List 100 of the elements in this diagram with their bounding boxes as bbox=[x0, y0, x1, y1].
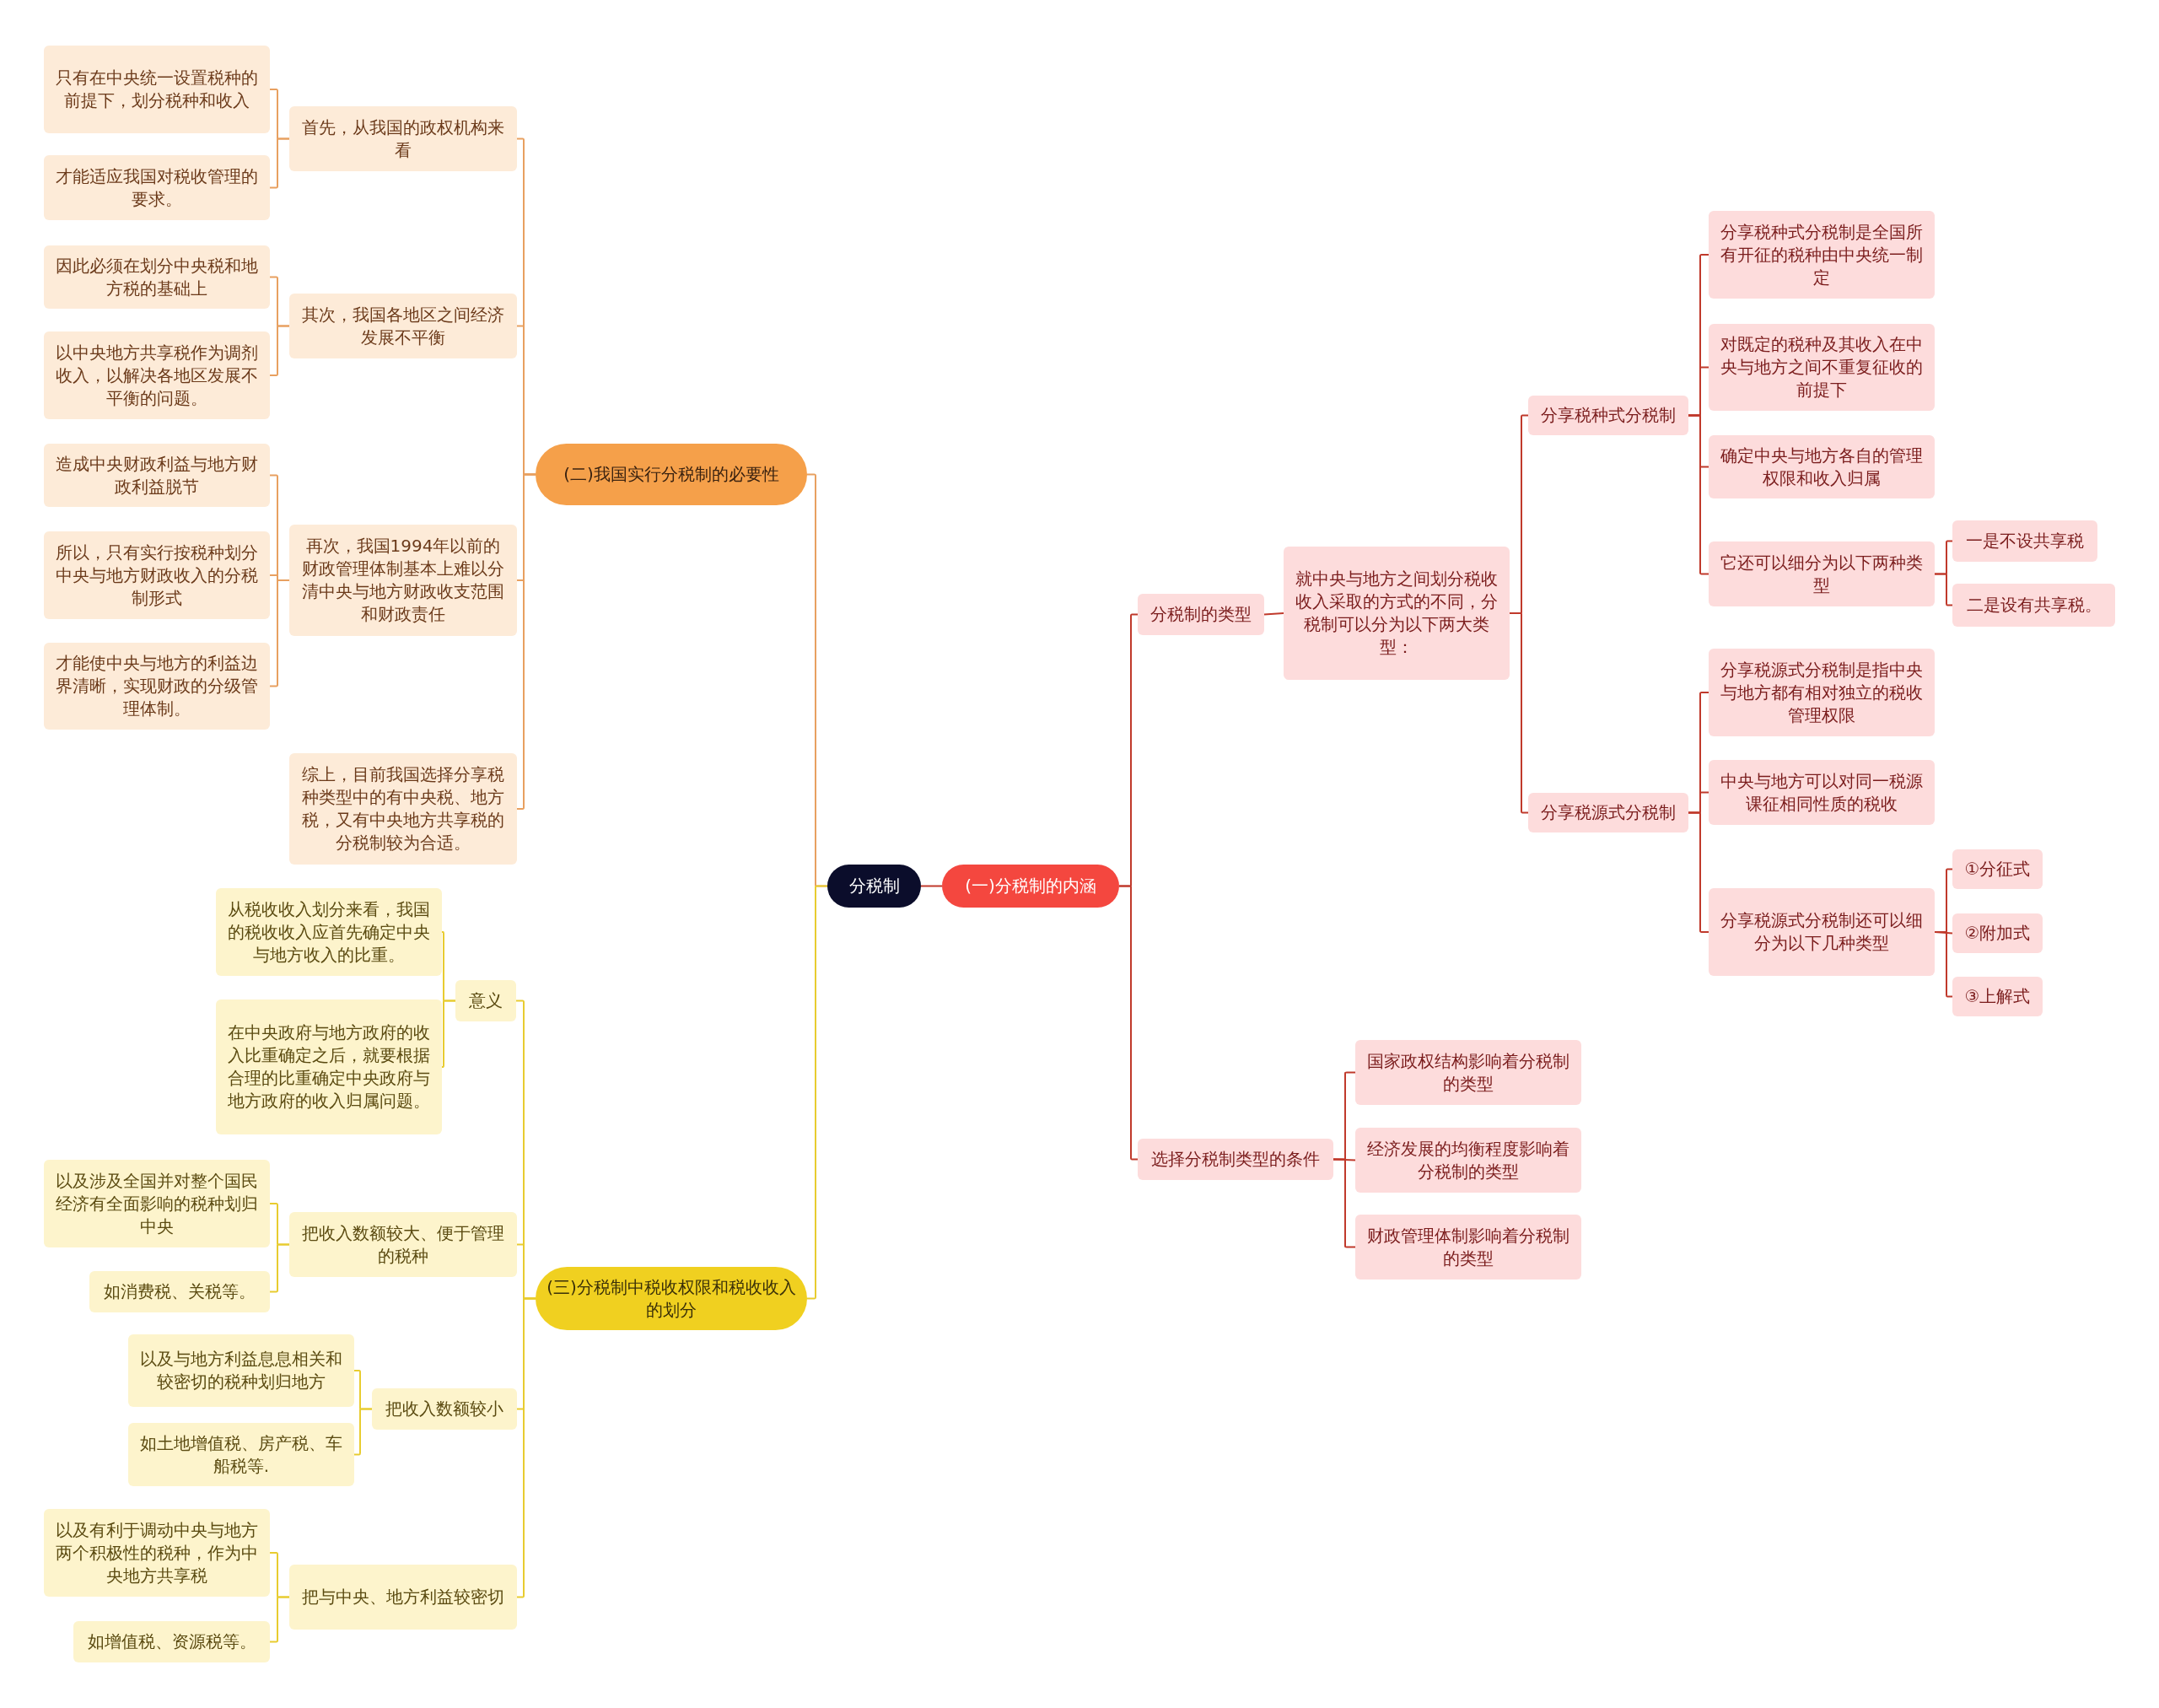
topic-text: ②附加式 bbox=[1964, 922, 2031, 945]
connector-line bbox=[269, 1243, 290, 1293]
topic-box bbox=[44, 331, 270, 419]
topic-box bbox=[289, 753, 517, 865]
topic-text: 它还可以细分为以下两种类型 bbox=[1720, 551, 1924, 597]
topic-box bbox=[1138, 1139, 1333, 1180]
topic-box bbox=[216, 888, 442, 976]
topic-box bbox=[1528, 396, 1688, 435]
topic-text: 如土地增值税、房产税、车船税等. bbox=[139, 1431, 343, 1478]
topic-text: 以及与地方利益息息相关和较密切的税种划归地方 bbox=[139, 1348, 343, 1393]
topic-box bbox=[1709, 211, 1935, 299]
connector-line bbox=[1934, 573, 1953, 606]
topic-text: 分享税源式分税制是指中央与地方都有相对独立的税收管理权限 bbox=[1720, 658, 1924, 727]
topic-box bbox=[89, 1271, 270, 1312]
topic-text: 才能使中央与地方的利益边界清晰，实现财政的分级管理体制。 bbox=[55, 652, 259, 720]
topic-box bbox=[289, 525, 517, 636]
topic-box bbox=[1355, 1215, 1581, 1280]
topic-text: 把收入数额较大、便于管理的税种 bbox=[301, 1221, 505, 1268]
topic-box bbox=[44, 1160, 270, 1247]
topic-box bbox=[289, 1212, 517, 1277]
topic-text: (三)分税制中税收权限和税收收入的划分 bbox=[546, 1275, 797, 1322]
topic-text: 综上，目前我国选择分享税种类型中的有中央税、地方税，又有中央地方共享税的分税制较为合适。 bbox=[301, 763, 505, 854]
topic-text: 以及涉及全国并对整个国民经济有全面影响的税种划归中央 bbox=[55, 1169, 259, 1238]
topic-text: 分享税源式分税制还可以细分为以下几种类型 bbox=[1720, 909, 1924, 955]
topic-text: 在中央政府与地方政府的收入比重确定之后，就要根据合理的比重确定中央政府与地方政府的收入归属问题。 bbox=[227, 1021, 431, 1113]
topic-box bbox=[1355, 1040, 1581, 1105]
topic-text: 把与中央、地方利益较密切 bbox=[302, 1586, 504, 1608]
topic-box bbox=[44, 46, 270, 133]
topic-text: 分享税种式分税制是全国所有开征的税种由中央统一制定 bbox=[1720, 220, 1924, 289]
topic-text: 把收入数额较小 bbox=[385, 1398, 503, 1420]
topic-text: 再次，我国1994年以前的财政管理体制基本上难以分清中央与地方财政收支范围和财政责任 bbox=[301, 535, 505, 626]
connector-line bbox=[1509, 612, 1529, 814]
topic-text: 分税制 bbox=[848, 875, 900, 897]
topic-box bbox=[128, 1423, 354, 1486]
connector-line bbox=[516, 473, 536, 810]
topic-box bbox=[1709, 324, 1935, 411]
topic-box bbox=[1284, 547, 1510, 680]
topic-box bbox=[44, 643, 270, 730]
topic-text: 二是设有共享税。 bbox=[1966, 594, 2102, 617]
topic-box bbox=[1355, 1128, 1581, 1193]
topic-box bbox=[1952, 520, 2097, 562]
topic-box bbox=[289, 294, 517, 358]
topic-text: 一是不设共享税 bbox=[1966, 530, 2084, 552]
topic-text: (一)分税制的内涵 bbox=[965, 875, 1096, 897]
topic-text: 对既定的税种及其收入在中央与地方之间不重复征收的前提下 bbox=[1720, 333, 1924, 401]
topic-box bbox=[73, 1621, 270, 1662]
topic-box bbox=[1138, 594, 1264, 635]
topic-text: 因此必须在划分中央税和地方税的基础上 bbox=[55, 254, 259, 300]
topic-text: 以中央地方共享税作为调剂收入，以解决各地区发展不平衡的问题。 bbox=[55, 341, 259, 410]
topic-box bbox=[44, 444, 270, 507]
main-topic bbox=[942, 865, 1119, 908]
topic-text: 其次，我国各地区之间经济发展不平衡 bbox=[301, 303, 505, 349]
topic-box bbox=[1952, 913, 2043, 953]
topic-box bbox=[289, 1565, 517, 1630]
connector-line bbox=[269, 579, 290, 687]
topic-text: ①分征式 bbox=[1964, 858, 2031, 881]
topic-box bbox=[216, 999, 442, 1134]
connector-line bbox=[269, 1596, 290, 1643]
topic-box bbox=[1709, 649, 1935, 736]
topic-text: 如增值税、资源税等。 bbox=[87, 1630, 256, 1653]
topic-box bbox=[1952, 977, 2043, 1016]
connector-line bbox=[516, 1297, 536, 1598]
root-topic bbox=[827, 865, 921, 908]
topic-box bbox=[44, 245, 270, 309]
topic-text: 分享税源式分税制 bbox=[1541, 801, 1676, 824]
topic-text: 意义 bbox=[469, 989, 503, 1012]
connector-line bbox=[1118, 885, 1139, 1161]
topic-box bbox=[44, 1509, 270, 1597]
topic-text: 选择分税制类型的条件 bbox=[1151, 1148, 1320, 1171]
topic-box bbox=[1952, 584, 2115, 627]
topic-box bbox=[372, 1388, 517, 1430]
topic-text: ③上解式 bbox=[1964, 985, 2031, 1008]
connector-line bbox=[920, 885, 943, 887]
topic-text: (二)我国实行分税制的必要性 bbox=[563, 463, 779, 486]
topic-text: 确定中央与地方各自的管理权限和收入归属 bbox=[1720, 444, 1924, 490]
connector-line bbox=[1333, 1158, 1356, 1248]
topic-text: 分享税种式分税制 bbox=[1541, 404, 1676, 427]
topic-box bbox=[44, 531, 270, 619]
topic-text: 所以，只有实行按税种划分中央与地方财政收入的分税制形式 bbox=[55, 541, 259, 610]
topic-text: 中央与地方可以对同一税源课征相同性质的税收 bbox=[1720, 769, 1924, 816]
topic-box bbox=[1709, 760, 1935, 825]
topic-text: 造成中央财政利益与地方财政利益脱节 bbox=[55, 452, 259, 498]
topic-text: 财政管理体制影响着分税制的类型 bbox=[1366, 1224, 1570, 1270]
topic-text: 分税制的类型 bbox=[1150, 603, 1252, 626]
topic-box bbox=[1709, 888, 1935, 976]
topic-box bbox=[289, 106, 517, 171]
topic-box bbox=[1952, 849, 2043, 889]
connector-line bbox=[353, 1408, 373, 1456]
topic-box bbox=[1709, 435, 1935, 498]
topic-text: 才能适应我国对税收管理的要求。 bbox=[55, 164, 259, 211]
connector-line bbox=[1263, 612, 1284, 616]
topic-box bbox=[455, 980, 516, 1021]
topic-box bbox=[128, 1334, 354, 1407]
topic-text: 如消费税、关税等。 bbox=[104, 1280, 256, 1303]
topic-box bbox=[44, 155, 270, 220]
connector-line bbox=[441, 999, 456, 1068]
topic-box bbox=[1528, 793, 1688, 832]
topic-text: 从税收收入划分来看，我国的税收收入应首先确定中央与地方收入的比重。 bbox=[227, 897, 431, 967]
topic-text: 以及有利于调动中央与地方两个积极性的税种，作为中央地方共享税 bbox=[55, 1518, 259, 1587]
connector-line bbox=[269, 137, 290, 189]
